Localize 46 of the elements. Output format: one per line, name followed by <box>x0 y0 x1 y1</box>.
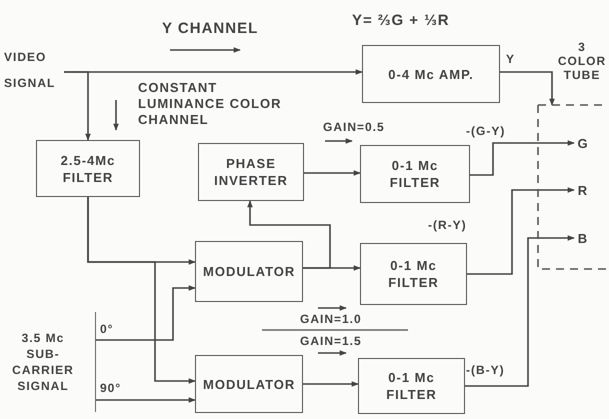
gain-label: GAIN=0.5 <box>323 120 385 135</box>
gain-label: GAIN=1.0 <box>300 312 362 327</box>
block-label: PHASE INVERTER <box>213 155 289 189</box>
subcarrier-input-label: 3.5 Mc SUB-CARRIER SIGNAL <box>11 330 75 394</box>
edge-label: 0° <box>100 322 114 336</box>
gain-label: GAIN=1.5 <box>300 334 362 349</box>
signal-line <box>303 381 359 387</box>
edge-label: 90° <box>100 381 122 395</box>
block-label: 0-1 Mc FILTER <box>388 157 442 191</box>
modulator-box <box>195 241 303 302</box>
filter-box <box>360 243 467 305</box>
signal-line <box>470 140 575 176</box>
signal-line <box>467 187 575 275</box>
gun-label: B <box>574 230 592 247</box>
formula-label: Y= ⅔G + ⅓R <box>352 12 450 30</box>
edge-label: Y <box>506 52 516 66</box>
edge-label: -(B-Y) <box>466 363 505 377</box>
edge-label: -(R-Y) <box>428 218 467 232</box>
phase-inverter-box <box>198 143 304 201</box>
block-label: 2.5-4Mc FILTER <box>60 152 116 186</box>
tube-heading: 3 COLOR TUBE <box>557 40 607 82</box>
block-label: MODULATOR <box>203 376 295 392</box>
block-label: MODULATOR <box>203 263 295 280</box>
signal-line <box>87 197 196 384</box>
signal-line <box>247 200 331 269</box>
channel-label: Y CHANNEL <box>162 20 258 38</box>
block-label: 0-1 Mc FILTER <box>385 369 438 403</box>
signal-line <box>465 235 575 387</box>
signal-line <box>303 265 361 271</box>
amplifier-box <box>362 45 500 103</box>
signal-line <box>96 285 196 341</box>
input-signal-label: VIDEO SIGNAL <box>4 46 64 94</box>
modulator-box <box>195 355 303 413</box>
block-label: 0-1 Mc FILTER <box>387 257 440 291</box>
signal-line <box>64 71 91 141</box>
edge-label: -(G-Y) <box>466 124 506 138</box>
gun-label: G <box>574 135 592 152</box>
filter-box <box>360 145 470 203</box>
signal-line <box>304 170 361 176</box>
gun-label: R <box>574 182 592 199</box>
signal-line <box>96 397 196 403</box>
filter-box <box>36 140 140 197</box>
signal-line <box>500 71 555 106</box>
filter-box <box>358 358 465 414</box>
block-label: 0-4 Mc AMP. <box>388 66 474 82</box>
channel-label: CONSTANT LUMINANCE COLOR CHANNEL <box>138 80 283 128</box>
